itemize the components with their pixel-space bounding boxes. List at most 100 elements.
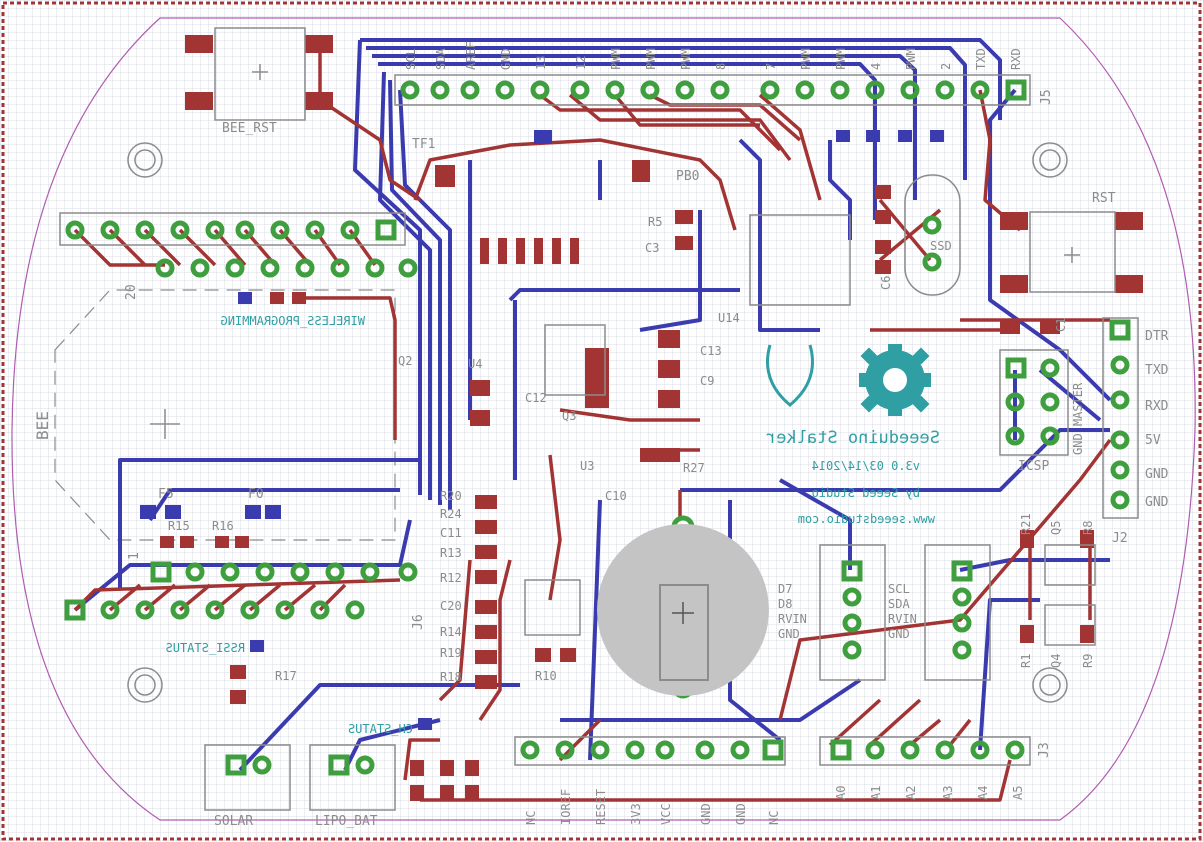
label-j5: J5 bbox=[1039, 89, 1054, 105]
pin-label-power: GND bbox=[734, 803, 748, 825]
pin-label-power: IOREF bbox=[559, 789, 573, 825]
component-label: Q4 bbox=[1049, 654, 1063, 668]
pin-label-serial: DTR bbox=[1145, 329, 1169, 344]
label-gnd-master: GND MASTER bbox=[1071, 382, 1085, 455]
pin-label-top: PWM bbox=[904, 48, 918, 70]
component-label: C1 bbox=[1054, 318, 1068, 332]
pin-label-top: SCL bbox=[404, 48, 418, 70]
component-label: Q5 bbox=[1049, 521, 1063, 535]
pin-label-power: 3V3 bbox=[629, 803, 643, 825]
label-lipo-bat: LIPO_BAT bbox=[315, 814, 378, 829]
mounting-hole-icon bbox=[127, 142, 1068, 703]
bottom-smd-pads bbox=[140, 130, 944, 730]
pin-label-i2c-a: D7 bbox=[778, 582, 792, 596]
pin-label-top: TXD bbox=[974, 48, 988, 70]
label-rst: RST bbox=[1092, 191, 1116, 206]
pin-label-serial: GND bbox=[1145, 495, 1169, 510]
label-ch-status: CH_STATUS bbox=[348, 722, 413, 736]
pin-label-top: PWM bbox=[644, 48, 658, 70]
pin-label-i2c-b: GND bbox=[888, 627, 910, 641]
component-label: R14 bbox=[440, 625, 462, 639]
component-label: R1 bbox=[1019, 654, 1033, 668]
label-logo-version: v3.0 03/14/2014 bbox=[812, 459, 920, 473]
label-rssi-status: RSSI_STATUS bbox=[166, 641, 245, 655]
component-label: U14 bbox=[718, 311, 740, 325]
pin-label-top: 13 bbox=[534, 56, 548, 70]
pin-label-analog: A3 bbox=[941, 786, 955, 800]
component-label: R15 bbox=[168, 519, 190, 533]
component-label: R5 bbox=[648, 215, 662, 229]
component-label: R17 bbox=[275, 669, 297, 683]
silkscreen-outlines bbox=[59, 74, 1139, 811]
pin-label-top: AREF bbox=[464, 41, 478, 70]
component-label: C6 bbox=[879, 276, 893, 290]
component-label: U4 bbox=[468, 357, 482, 371]
smd-pads bbox=[160, 35, 1143, 801]
label-logo-by: by Seeed Studio bbox=[812, 486, 920, 500]
label-ssd: SSD bbox=[930, 239, 952, 253]
label-f0: F0 bbox=[248, 487, 264, 502]
component-label: R18 bbox=[440, 670, 462, 684]
pin-label-top: PWM bbox=[799, 48, 813, 70]
component-label: R16 bbox=[212, 519, 234, 533]
component-label: C9 bbox=[700, 374, 714, 388]
label-j6: J6 bbox=[411, 614, 426, 630]
pin-label-top: RXD bbox=[1009, 48, 1023, 70]
component-label: R10 bbox=[535, 669, 557, 683]
square-pads bbox=[64, 79, 1131, 776]
component-label: Q3 bbox=[562, 409, 576, 423]
component-label: R20 bbox=[440, 489, 462, 503]
pin-label-top: PWM bbox=[679, 48, 693, 70]
pin-label-analog: A4 bbox=[976, 786, 990, 800]
pin-label-top: 4 bbox=[869, 63, 883, 70]
component-label: R9 bbox=[1081, 654, 1095, 668]
battery-contact bbox=[659, 584, 709, 681]
pin-label-serial: 5V bbox=[1145, 433, 1161, 448]
component-label: R8 bbox=[1081, 521, 1095, 535]
label-wireless-programming: WIRELESS_PROGRAMMING bbox=[221, 314, 366, 328]
pin-label-serial: TXD bbox=[1145, 363, 1169, 378]
pin-label-top: GND bbox=[499, 48, 513, 70]
seeed-gear-logo bbox=[766, 344, 931, 416]
pin-label-i2c-b: RVIN bbox=[888, 612, 917, 626]
component-label: C3 bbox=[645, 241, 659, 255]
component-label: C13 bbox=[700, 344, 722, 358]
pin-label-power: NC bbox=[767, 811, 781, 825]
pin-label-power: VCC bbox=[659, 803, 673, 825]
pin-label-i2c-b: SCL bbox=[888, 582, 910, 596]
label-icsp: ICSP bbox=[1018, 459, 1049, 474]
component-label: R13 bbox=[440, 546, 462, 560]
pushbutton-outline bbox=[214, 27, 1116, 293]
pin-label-top: 7 bbox=[764, 63, 778, 70]
pin-label-i2c-b: SDA bbox=[888, 597, 910, 611]
label-bee-rst: BEE_RST bbox=[222, 121, 277, 136]
component-label: R19 bbox=[440, 646, 462, 660]
pin-label-power: GND bbox=[699, 803, 713, 825]
pin-label-i2c-a: GND bbox=[778, 627, 800, 641]
pin-label-top: PWM bbox=[834, 48, 848, 70]
label-j2: J2 bbox=[1112, 531, 1128, 546]
pin-label-analog: A5 bbox=[1011, 786, 1025, 800]
pin-label-top: 2 bbox=[939, 63, 953, 70]
label-twenty: 20 bbox=[124, 284, 139, 300]
pin-label-i2c-a: D8 bbox=[778, 597, 792, 611]
pin-label-top: PWM bbox=[609, 48, 623, 70]
crosshair-bee bbox=[150, 409, 180, 439]
label-logo-name: Seeeduino Stalker bbox=[766, 428, 940, 448]
bee-socket-outline bbox=[54, 289, 396, 541]
pin-label-power: NC bbox=[524, 811, 538, 825]
component-label: C12 bbox=[525, 391, 547, 405]
pin-header-pads bbox=[65, 80, 1130, 775]
pin-label-top: SDA bbox=[434, 48, 448, 70]
component-label: C20 bbox=[440, 599, 462, 613]
component-label: Q2 bbox=[398, 354, 412, 368]
battery-crosshair bbox=[672, 602, 694, 624]
component-label: R24 bbox=[440, 507, 462, 521]
pin-label-i2c-a: RVIN bbox=[778, 612, 807, 626]
label-f5: F5 bbox=[158, 487, 174, 502]
pin-label-analog: A1 bbox=[869, 786, 883, 800]
component-label: U3 bbox=[580, 459, 594, 473]
